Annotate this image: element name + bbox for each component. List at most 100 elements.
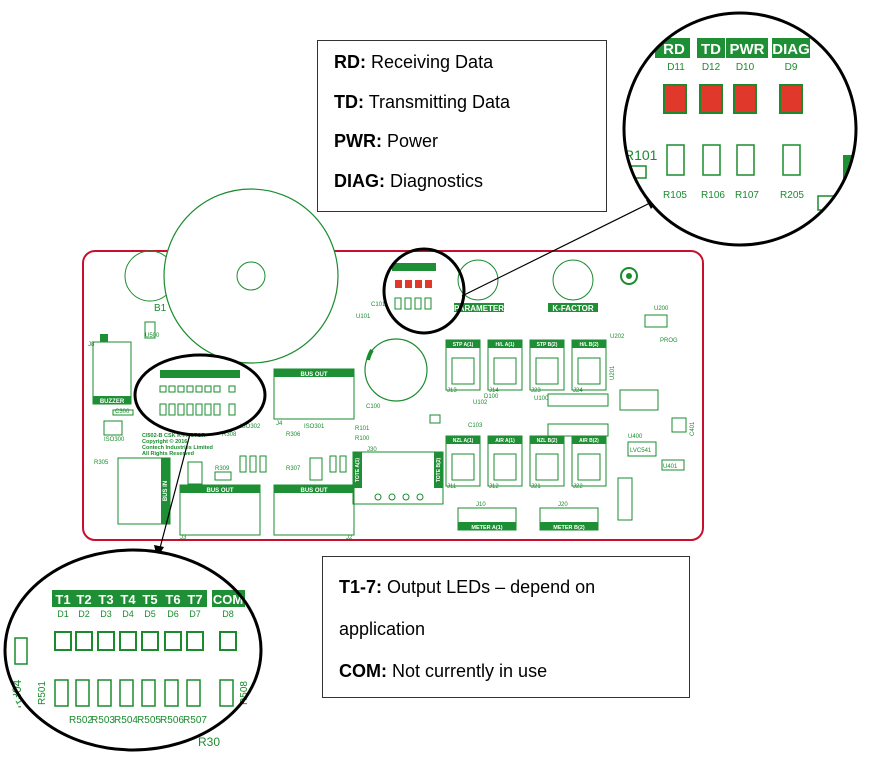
svg-text:R505: R505 xyxy=(137,715,161,726)
svg-text:R305: R305 xyxy=(94,460,109,466)
legend-status-leds: RD: Receiving Data TD: Transmitting Data… xyxy=(317,40,607,212)
svg-text:J14: J14 xyxy=(489,388,499,394)
svg-text:J10: J10 xyxy=(476,502,486,508)
svg-text:U102: U102 xyxy=(473,400,488,406)
svg-text:LVC541: LVC541 xyxy=(630,448,652,454)
svg-text:R106: R106 xyxy=(701,190,725,201)
svg-text:TOTE A(1): TOTE A(1) xyxy=(355,458,361,483)
svg-text:R101: R101 xyxy=(624,147,658,163)
svg-text:R306: R306 xyxy=(286,432,301,438)
buzzer-label: BUZZER xyxy=(100,399,125,405)
capacitor-c100 xyxy=(364,338,428,402)
svg-text:C401: C401 xyxy=(690,421,696,436)
svg-text:TOTE B(2): TOTE B(2) xyxy=(436,457,442,482)
svg-text:U201: U201 xyxy=(610,365,616,380)
svg-text:AIR A(1): AIR A(1) xyxy=(495,438,515,444)
svg-text:STP B(2): STP B(2) xyxy=(537,342,558,348)
svg-text:C100: C100 xyxy=(366,404,381,410)
svg-text:R100: R100 xyxy=(355,436,370,442)
svg-text:ISO302: ISO302 xyxy=(240,424,261,430)
parameter-label: PARAMETER xyxy=(454,304,504,313)
svg-text:BUS OUT: BUS OUT xyxy=(207,488,234,494)
svg-text:J8: J8 xyxy=(88,342,95,348)
legend-row-pwr: PWR: Power xyxy=(334,131,439,151)
svg-text:J22: J22 xyxy=(573,484,583,490)
legend-row-diag: DIAG: Diagnostics xyxy=(334,170,484,191)
callout-status-leds xyxy=(382,247,466,335)
svg-text:R308: R308 xyxy=(222,432,237,438)
svg-text:U500: U500 xyxy=(145,333,160,339)
svg-text:D1: D1 xyxy=(57,609,69,619)
svg-text:R507: R507 xyxy=(183,715,207,726)
svg-text:P: P xyxy=(850,163,865,188)
svg-text:METER A(1): METER A(1) xyxy=(471,525,502,531)
kfactor-label-bg xyxy=(548,303,598,312)
svg-text:T1: T1 xyxy=(55,592,70,607)
svg-text:J12: J12 xyxy=(489,484,499,490)
svg-text:J20: J20 xyxy=(558,502,568,508)
led-label-rd: RD xyxy=(663,41,685,58)
circuit-board: B1 PARAMETER K-FACTOR xyxy=(82,188,704,541)
legend-row-application: application xyxy=(339,619,426,639)
svg-text:H/L A(1): H/L A(1) xyxy=(496,342,515,348)
svg-text:T6: T6 xyxy=(165,592,180,607)
led-label-td: TD xyxy=(701,41,721,58)
svg-text:T2: T2 xyxy=(76,592,91,607)
svg-text:All Rights Reserved: All Rights Reserved xyxy=(142,451,194,457)
svg-text:STP A(1): STP A(1) xyxy=(453,342,474,348)
svg-text:R307: R307 xyxy=(286,466,301,472)
led-label-pwr: PWR xyxy=(730,41,765,58)
svg-text:U200: U200 xyxy=(654,306,669,312)
svg-text:R101: R101 xyxy=(355,426,370,432)
led-label-diag: DIAG xyxy=(772,41,810,58)
svg-text:ISO301: ISO301 xyxy=(304,424,325,430)
svg-text:R105: R105 xyxy=(663,190,687,201)
svg-text:NZL B(2): NZL B(2) xyxy=(537,438,558,444)
svg-text:R30: R30 xyxy=(198,735,220,749)
svg-text:R107: R107 xyxy=(735,190,759,201)
svg-text:METER B(2): METER B(2) xyxy=(553,525,585,531)
svg-text:R502: R502 xyxy=(69,715,93,726)
svg-text:Contech Industries Limited: Contech Industries Limited xyxy=(142,445,213,451)
svg-text:R309: R309 xyxy=(215,466,230,472)
led-td xyxy=(699,84,723,114)
svg-text:BUS OUT: BUS OUT xyxy=(301,488,328,494)
callout-output-leds xyxy=(133,353,267,437)
svg-text:COM: COM xyxy=(213,592,243,607)
svg-text:BUS OUT: BUS OUT xyxy=(301,372,328,378)
svg-text:D9: D9 xyxy=(785,62,798,73)
svg-text:T4: T4 xyxy=(120,592,136,607)
svg-text:D3: D3 xyxy=(100,609,112,619)
svg-text:J4: J4 xyxy=(276,421,283,427)
svg-text:J13: J13 xyxy=(447,388,457,394)
svg-text:AIR B(2): AIR B(2) xyxy=(579,438,599,444)
svg-text:D6: D6 xyxy=(167,609,179,619)
legend-output-leds: T1-7: Output LEDs – depend on applicatio… xyxy=(322,556,690,698)
svg-text:D10: D10 xyxy=(736,62,755,73)
svg-text:C101: C101 xyxy=(371,302,386,308)
svg-text:R506: R506 xyxy=(160,715,184,726)
board-output-leds xyxy=(159,370,240,416)
svg-text:J2: J2 xyxy=(346,535,353,541)
svg-text:ISO300: ISO300 xyxy=(104,437,125,443)
svg-text:R504: R504 xyxy=(114,715,138,726)
svg-text:J11: J11 xyxy=(447,484,457,490)
svg-text:R508: R508 xyxy=(239,681,250,705)
led-diag xyxy=(779,84,803,114)
buzzer-body xyxy=(163,188,339,364)
svg-text:D12: D12 xyxy=(702,62,721,73)
input-connectors-top: STP A(1) H/L A(1) STP B(2) H/L B(2) xyxy=(445,339,607,391)
svg-text:D8: D8 xyxy=(222,609,234,619)
zoom-status-leds: RD TD PWR DIAG D11 D12 D10 D9 R105 R106 … xyxy=(622,11,865,247)
svg-text:C103: C103 xyxy=(468,423,483,429)
svg-text:R205: R205 xyxy=(780,190,804,201)
bus-in-label: BUS IN xyxy=(163,481,169,501)
svg-text:NZL A(1): NZL A(1) xyxy=(453,438,474,444)
legend-row-rd: RD: Receiving Data xyxy=(334,52,494,72)
ref-b1: B1 xyxy=(154,303,167,314)
svg-text:D7: D7 xyxy=(189,609,201,619)
svg-text:D4: D4 xyxy=(122,609,134,619)
svg-text:H/L B(2): H/L B(2) xyxy=(579,342,598,348)
svg-text:J3: J3 xyxy=(180,535,187,541)
svg-text:T5: T5 xyxy=(142,592,157,607)
